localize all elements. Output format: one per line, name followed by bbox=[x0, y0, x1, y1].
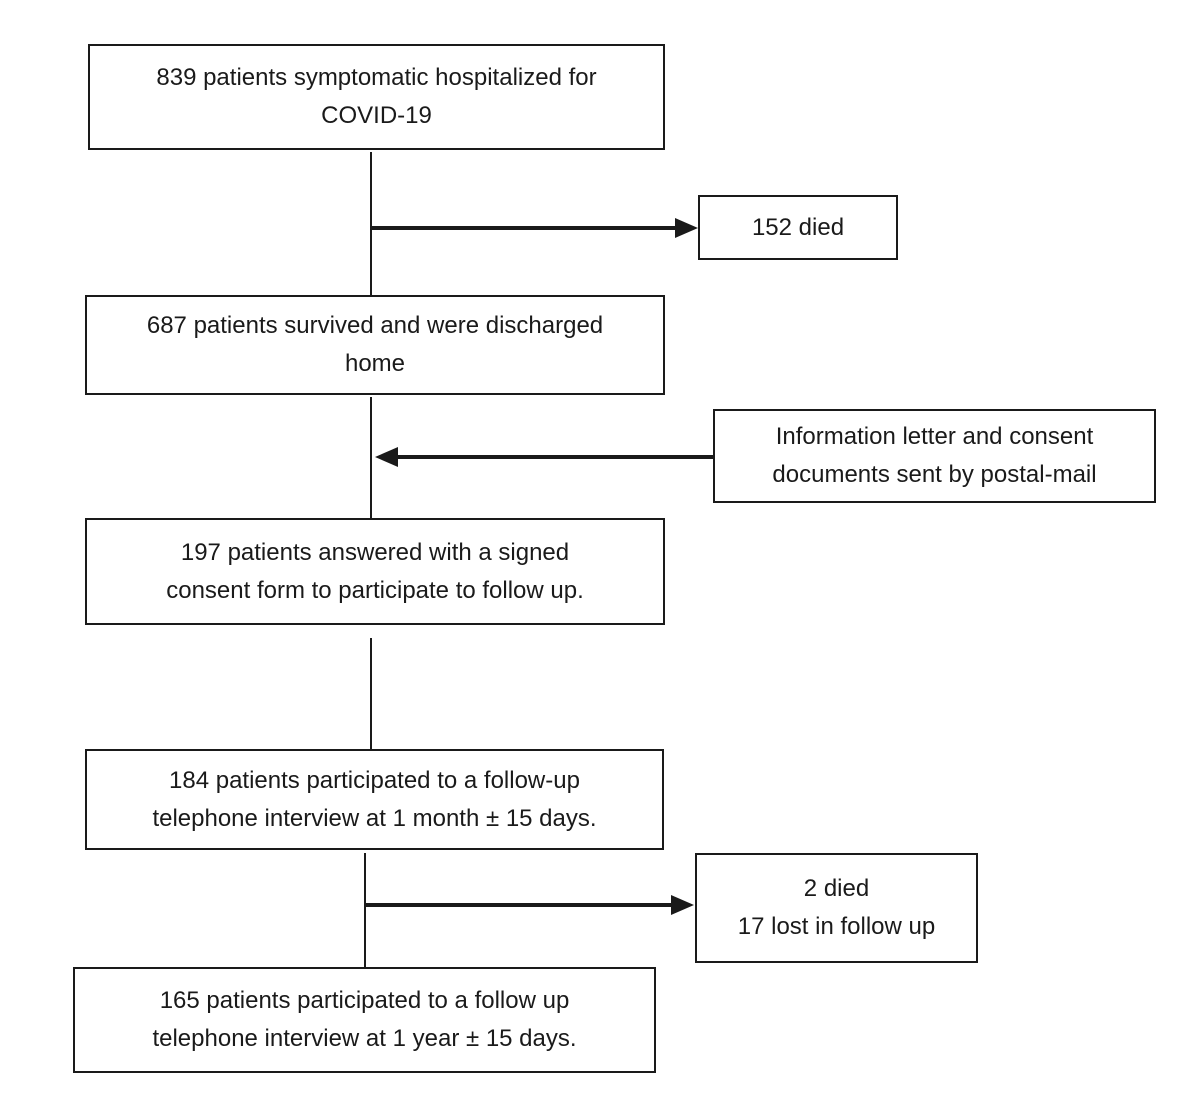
connector-1month-to-1year bbox=[364, 853, 366, 967]
node-hospitalized: 839 patients symptomatic hospitalized fo… bbox=[88, 44, 665, 150]
node-hospitalized-label: 839 patients symptomatic hospitalized fo… bbox=[156, 64, 597, 129]
connector-hospitalized-to-survived bbox=[370, 152, 372, 295]
node-died-initial: 152 died bbox=[698, 195, 898, 260]
arrowhead-right-icon bbox=[675, 218, 698, 238]
node-lost-followup: 2 died 17 lost in follow up bbox=[695, 853, 978, 963]
arrowhead-left-icon bbox=[375, 447, 398, 467]
branch-line-died-initial bbox=[371, 226, 677, 230]
node-consented: 197 patients answered with a signed cons… bbox=[85, 518, 665, 625]
node-survived: 687 patients survived and were discharge… bbox=[85, 295, 665, 395]
node-followup-1year-label: 165 patients participated to a follow up… bbox=[152, 987, 577, 1052]
connector-consented-to-1month bbox=[370, 638, 372, 749]
node-followup-1month-label: 184 patients participated to a follow-up… bbox=[152, 766, 597, 832]
node-lost-followup-label: 2 died 17 lost in follow up bbox=[737, 875, 936, 940]
arrowhead-right-icon bbox=[671, 895, 694, 915]
node-survived-label: 687 patients survived and were discharge… bbox=[146, 312, 604, 377]
node-consented-label: 197 patients answered with a signed cons… bbox=[166, 538, 584, 604]
connector-survived-to-consented bbox=[370, 397, 372, 518]
branch-line-info-letter bbox=[396, 455, 713, 459]
node-followup-1month: 184 patients participated to a follow-up… bbox=[85, 749, 664, 850]
node-info-letter-label: Information letter and consent documents… bbox=[772, 423, 1097, 488]
node-info-letter: Information letter and consent documents… bbox=[713, 409, 1156, 503]
node-followup-1year: 165 patients participated to a follow up… bbox=[73, 967, 656, 1073]
branch-line-lost-followup bbox=[364, 903, 673, 907]
node-died-initial-label: 152 died bbox=[751, 213, 845, 241]
